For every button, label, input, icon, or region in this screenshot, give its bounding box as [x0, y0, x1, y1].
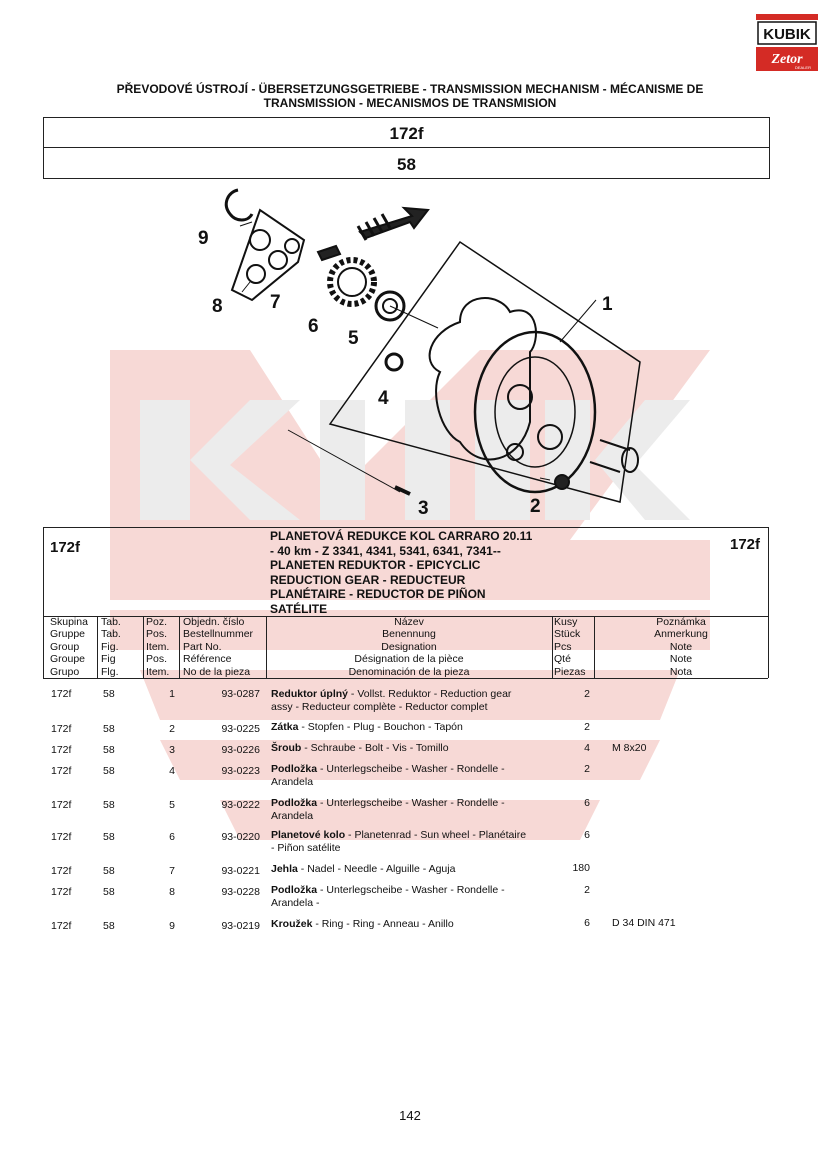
- callout-2: 2: [530, 496, 541, 517]
- header-kusy: Kusy Stück Pcs Qté Piezas: [554, 616, 586, 678]
- row-description: Podložka - Unterlegscheibe - Washer - Ro…: [271, 884, 505, 909]
- row-tab: 58: [103, 688, 115, 700]
- row-item: 3: [169, 744, 175, 756]
- group-title-line: - 40 km - Z 3341, 4341, 5341, 6341, 7341…: [270, 543, 501, 558]
- row-group: 172f: [51, 688, 72, 700]
- callout-3: 3: [418, 498, 429, 519]
- row-group: 172f: [51, 831, 72, 843]
- row-item: 2: [169, 723, 175, 735]
- row-item: 5: [169, 799, 175, 811]
- tab-number-box: 58: [43, 147, 770, 179]
- group-title-line: REDUCTION GEAR - REDUCTEUR: [270, 572, 466, 587]
- page-header: PŘEVODOVÉ ÚSTROJÍ - ÜBERSETZUNGSGETRIEBE…: [70, 82, 750, 110]
- logo-zetor-text: Zetor: [770, 52, 803, 67]
- row-description: Jehla - Nadel - Needle - Alguille - Aguj…: [271, 863, 456, 875]
- row-tab: 58: [103, 744, 115, 756]
- logo-kubik-text: KUBIK: [763, 26, 811, 43]
- row-description: Reduktor úplný - Vollst. Reduktor - Redu…: [271, 688, 512, 713]
- row-group: 172f: [51, 723, 72, 735]
- logo-dealer-text: DEALER: [795, 65, 811, 70]
- row-tab: 58: [103, 831, 115, 843]
- row-group: 172f: [51, 799, 72, 811]
- kubik-zetor-logo: KUBIK Zetor DEALER: [756, 14, 818, 71]
- row-item: 6: [169, 831, 175, 843]
- row-part-number: 93-0219: [221, 920, 260, 932]
- group-title-line: SATÉLITE: [270, 601, 328, 616]
- row-description: Podložka - Unterlegscheibe - Washer - Ro…: [271, 763, 505, 788]
- row-part-number: 93-0221: [221, 865, 260, 877]
- header-title-line1: PŘEVODOVÉ ÚSTROJÍ - ÜBERSETZUNGSGETRIEBE…: [116, 82, 704, 96]
- callout-4: 4: [378, 388, 389, 409]
- row-part-number: 93-0223: [221, 765, 260, 777]
- row-description: Šroub - Schraube - Bolt - Vis - Tomillo: [271, 742, 449, 754]
- callout-9: 9: [198, 228, 209, 249]
- row-part-number: 93-0222: [221, 799, 260, 811]
- row-item: 7: [169, 865, 175, 877]
- row-tab: 58: [103, 920, 115, 932]
- row-item: 1: [169, 688, 175, 700]
- row-qty: 2: [584, 721, 590, 733]
- row-description: Zátka - Stopfen - Plug - Bouchon - Tapón: [271, 721, 463, 733]
- group-code-right: 172f: [730, 536, 761, 553]
- row-group: 172f: [51, 765, 72, 777]
- row-description: Kroužek - Ring - Ring - Anneau - Anillo: [271, 918, 454, 930]
- group-code: 172f: [389, 124, 424, 143]
- row-group: 172f: [51, 744, 72, 756]
- row-description: Planetové kolo - Planetenrad - Sun wheel…: [271, 829, 527, 854]
- row-part-number: 93-0226: [221, 744, 260, 756]
- row-item: 9: [169, 920, 175, 932]
- row-part-number: 93-0225: [221, 723, 260, 735]
- header-title-line2: TRANSMISSION - MECANISMOS DE TRANSMISION: [263, 96, 557, 110]
- row-tab: 58: [103, 886, 115, 898]
- header-poz: Poz. Pos. Item. Pos. Item.: [146, 616, 170, 678]
- header-tab: Tab. Tab. Fig. Fig Flg.: [101, 616, 121, 678]
- row-group: 172f: [51, 865, 72, 877]
- callout-1: 1: [602, 294, 613, 315]
- row-note: D 34 DIN 471: [612, 917, 676, 929]
- row-item: 4: [169, 765, 175, 777]
- tab-number: 58: [397, 155, 416, 174]
- group-section: [43, 527, 768, 618]
- callout-6: 6: [308, 316, 319, 337]
- callout-7: 7: [270, 292, 281, 313]
- row-tab: 58: [103, 799, 115, 811]
- row-qty: 6: [584, 917, 590, 929]
- header-poznamka: Poznámka Anmerkung Note Note Nota: [654, 616, 708, 678]
- header-objedn: Objedn. číslo Bestellnummer Part No. Réf…: [183, 616, 254, 678]
- row-qty: 2: [584, 763, 590, 775]
- group-title: PLANETOVÁ REDUKCE KOL CARRARO 20.11 - 40…: [270, 529, 532, 617]
- row-group: 172f: [51, 886, 72, 898]
- row-qty: 6: [584, 797, 590, 809]
- header-skupina: Skupina Gruppe Group Groupe Grupo: [50, 616, 88, 678]
- group-title-line: PLANETEN REDUKTOR - EPICYCLIC: [270, 558, 481, 573]
- row-group: 172f: [51, 920, 72, 932]
- row-tab: 58: [103, 865, 115, 877]
- row-tab: 58: [103, 765, 115, 777]
- row-part-number: 93-0228: [221, 886, 260, 898]
- row-description: Podložka - Unterlegscheibe - Washer - Ro…: [271, 797, 505, 822]
- row-qty: 2: [584, 688, 590, 700]
- page-number: 142: [399, 1108, 421, 1123]
- row-qty: 4: [584, 742, 590, 754]
- callout-5: 5: [348, 328, 359, 349]
- row-qty: 6: [584, 829, 590, 841]
- row-qty: 2: [584, 884, 590, 896]
- group-title-line: PLANÉTAIRE - REDUCTOR DE PIÑON: [270, 587, 486, 602]
- callout-8: 8: [212, 296, 223, 317]
- row-part-number: 93-0220: [221, 831, 260, 843]
- exploded-view-drawing: 1 2 3 4 5 6 7 8 9: [198, 188, 641, 519]
- row-part-number: 93-0287: [221, 688, 260, 700]
- row-qty: 180: [572, 862, 590, 874]
- row-note: M 8x20: [612, 742, 647, 754]
- header-nazev: Název Benennung Designation Désignation …: [348, 616, 470, 678]
- row-tab: 58: [103, 723, 115, 735]
- group-code-left: 172f: [50, 539, 81, 556]
- group-title-line: PLANETOVÁ REDUKCE KOL CARRARO 20.11: [270, 529, 533, 543]
- row-item: 8: [169, 886, 175, 898]
